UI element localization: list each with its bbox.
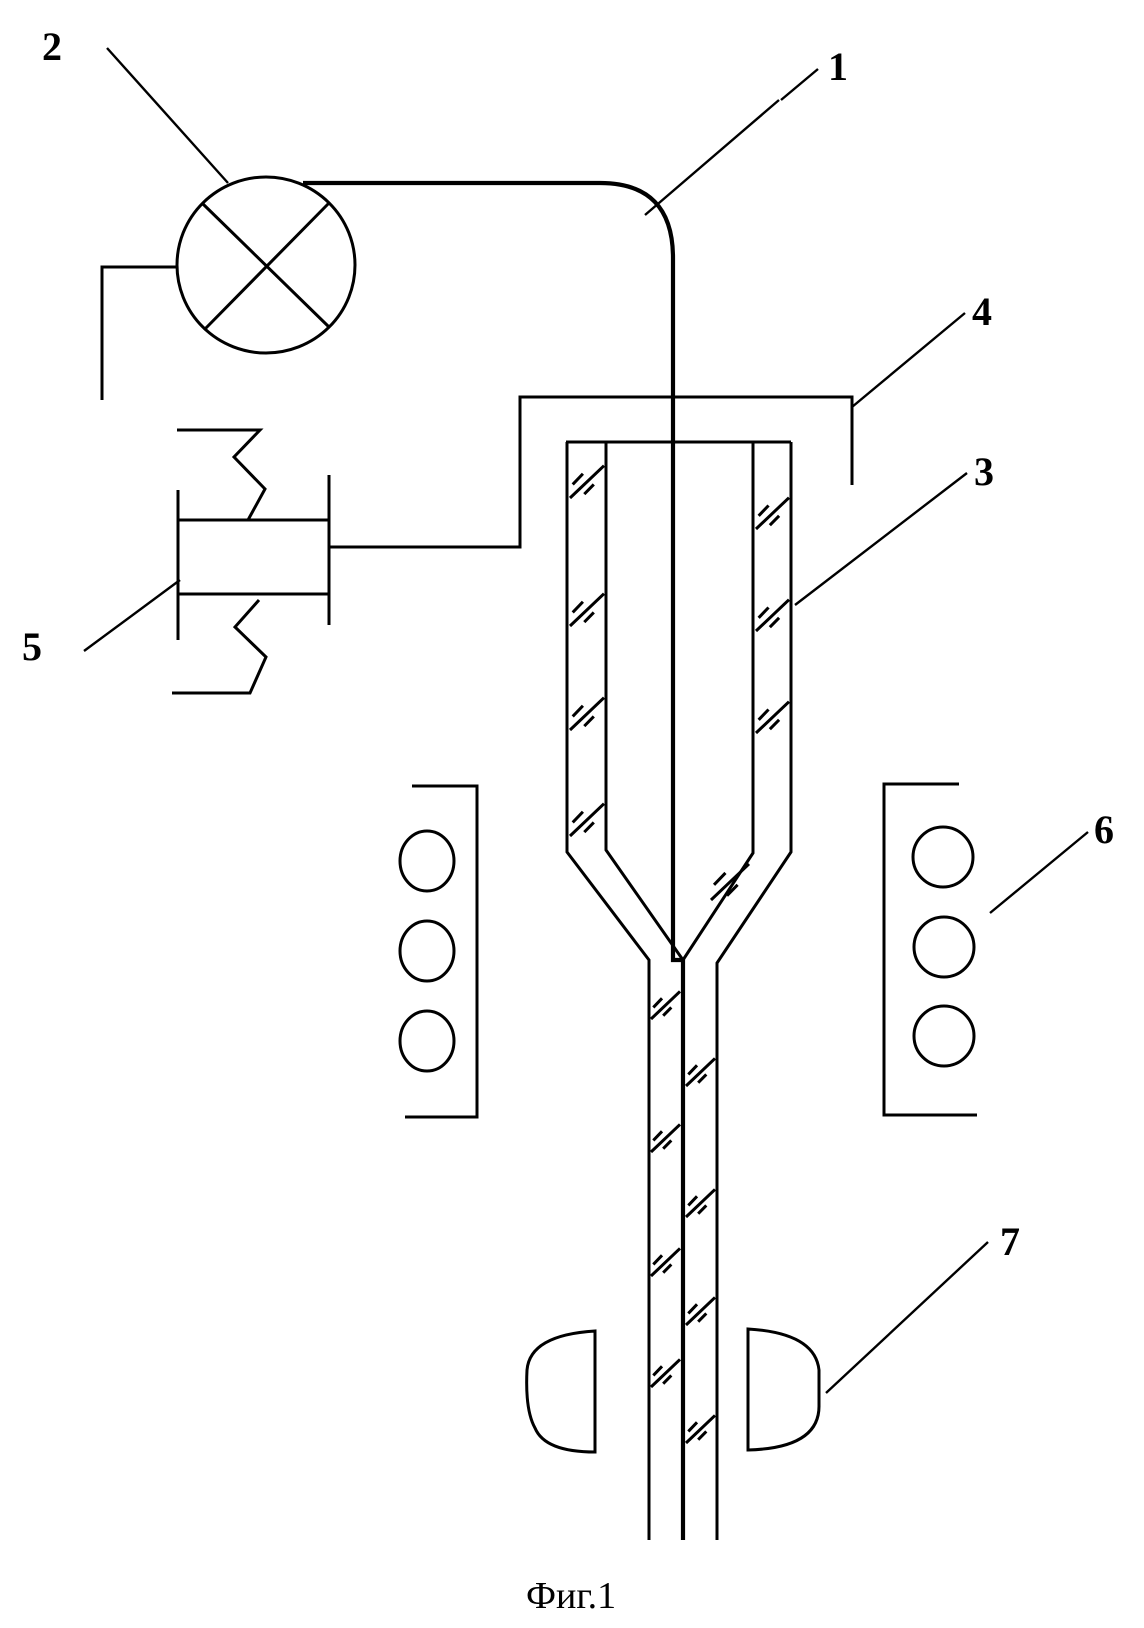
glass-hatch-mark — [649, 1123, 682, 1154]
glass-hatch-mark — [709, 862, 751, 902]
label-3: 3 — [974, 449, 994, 494]
glass-hatch-mark — [684, 1414, 717, 1445]
label-5: 5 — [22, 624, 42, 669]
vacuum-pump — [172, 428, 331, 695]
glass-hatch-mark — [649, 990, 682, 1021]
glass-hatch-mark — [568, 592, 606, 628]
optical-fiber — [303, 180, 686, 1540]
label-6: 6 — [1094, 807, 1114, 852]
label-1: 1 — [828, 44, 848, 89]
glass-hatch-mark — [684, 1296, 717, 1327]
glass-tube-preform — [565, 440, 793, 1540]
glass-hatch-mark — [568, 696, 606, 732]
figure-caption: Фиг.1 — [526, 1575, 616, 1617]
fiber-spool — [100, 175, 357, 400]
glass-hatch-mark — [568, 802, 606, 838]
glass-hatch-mark — [684, 1188, 717, 1219]
glass-hatching — [568, 464, 791, 1445]
glass-hatch-mark — [684, 1057, 717, 1088]
glass-hatch-mark — [754, 496, 791, 531]
label-7: 7 — [1000, 1219, 1020, 1264]
label-4: 4 — [972, 289, 992, 334]
glass-hatch-mark — [649, 1358, 682, 1389]
label-2: 2 — [42, 24, 62, 69]
glass-hatch-mark — [568, 464, 606, 500]
glass-hatch-mark — [649, 1247, 682, 1278]
sealing-cap — [330, 395, 854, 549]
glass-hatch-mark — [754, 598, 791, 633]
leader-lines — [83, 47, 1089, 1394]
diameter-gauge — [525, 1327, 821, 1454]
glass-hatch-mark — [754, 700, 791, 735]
heater — [398, 782, 977, 1119]
